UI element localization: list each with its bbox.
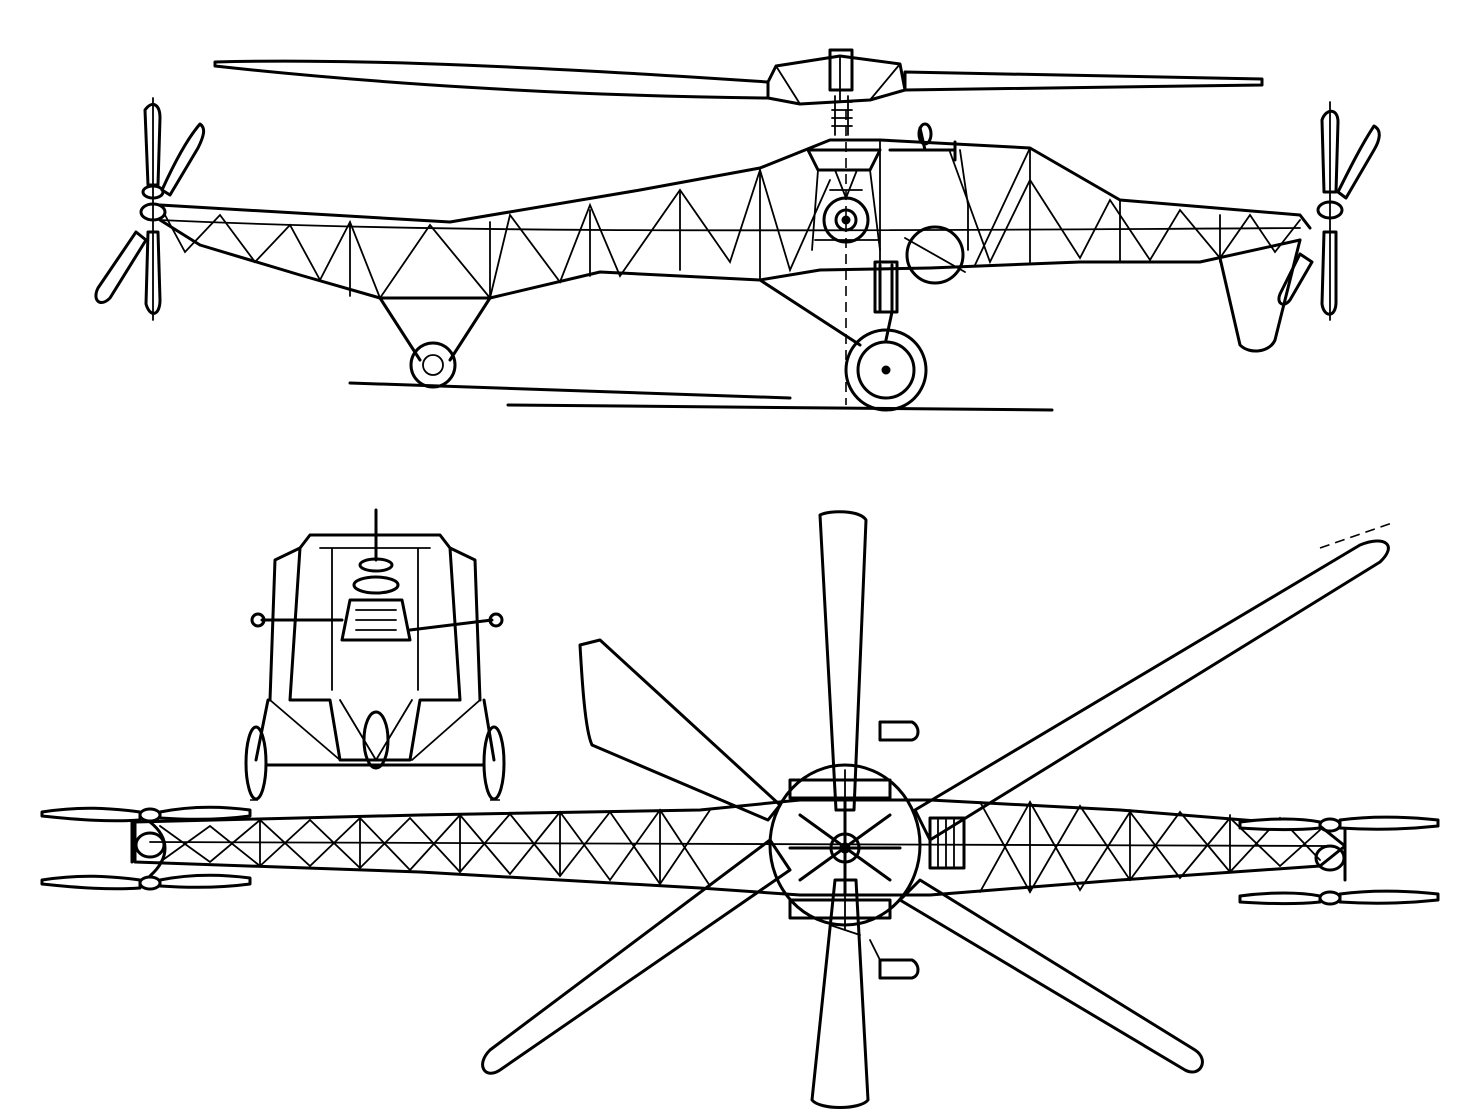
top-rotor-hub	[768, 720, 922, 980]
side-landing-gear	[348, 110, 1054, 412]
side-left-propeller	[94, 97, 206, 321]
top-view	[40, 510, 1440, 1109]
front-view	[244, 508, 506, 801]
side-right-propeller	[1218, 101, 1381, 353]
top-fuselage	[133, 798, 1347, 897]
top-main-rotor	[481, 510, 1396, 1109]
top-left-propellers	[40, 805, 252, 891]
side-main-rotor	[213, 48, 1264, 136]
side-fuselage	[158, 138, 1312, 300]
side-engine-cabin	[806, 122, 969, 314]
top-right-propellers	[1238, 815, 1440, 906]
side-view	[94, 48, 1381, 412]
